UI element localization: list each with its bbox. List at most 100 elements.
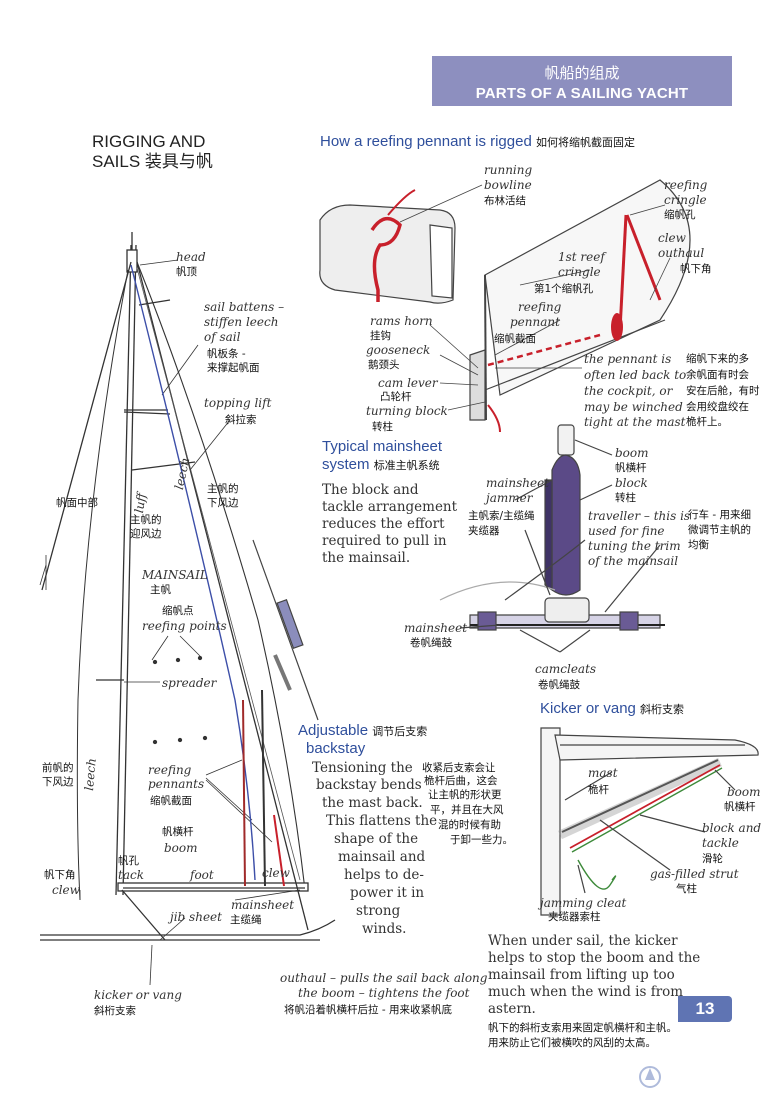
page-number: 13 <box>678 996 732 1022</box>
label-leech-cn2: 下风边 <box>207 497 239 509</box>
label-first-reef-cn: 第1个缩帆孔 <box>534 283 594 295</box>
label-pennant-cn-2: 余帆面有时会 <box>686 369 749 381</box>
label-pennant-cn-3: 安在后舱，有时 <box>686 385 760 397</box>
label-kicker-cn: 斜桁支索 <box>94 1005 136 1017</box>
halyard-line <box>130 264 256 881</box>
label-turning-block: turning block <box>366 404 448 418</box>
label-head-cn: 帆顶 <box>176 266 197 278</box>
label-reefing-cringle-cn: 缩帆孔 <box>664 209 696 221</box>
label-gooseneck-cn: 鹅颈头 <box>368 359 400 371</box>
label-reef-points-cn: 缩帆点 <box>162 605 194 617</box>
label-boom: boom <box>164 841 198 855</box>
rig-drawing <box>39 232 336 986</box>
backstay-heading-1: Adjustable 调节后支索 <box>298 722 428 739</box>
label-cam-lever-cn: 凸轮杆 <box>380 391 412 403</box>
label-luff: luff <box>132 492 149 514</box>
label-pennant-cn-5: 桅杆上。 <box>686 416 728 428</box>
label-kicker-cleat: jamming cleat <box>540 896 627 910</box>
label-ms-block: block <box>615 476 648 490</box>
label-pennant-cn-4: 会用绞盘绞在 <box>686 401 749 413</box>
backstay-body-3: the mast back. <box>322 795 423 811</box>
reefing-leaders <box>399 184 671 411</box>
label-leech-cn1: 主帆的 <box>207 483 239 495</box>
label-jib-sheet: jib sheet <box>170 910 222 924</box>
backstay-body-8: power it in <box>350 885 425 901</box>
reefing-ropes <box>370 189 662 433</box>
mainsheet-drawing <box>439 424 665 653</box>
label-clew-outhaul-2: outhaul <box>658 246 705 260</box>
label-first-reef-1: 1st reef <box>558 250 605 264</box>
backstay-body-2: backstay bends <box>316 777 422 793</box>
rig-pennants <box>242 689 285 887</box>
label-mainsheet-2: mainsheet <box>404 621 468 635</box>
label-fore-clew: clew <box>52 883 80 897</box>
label-pennant-cn-1: 缩帆下来的多 <box>686 353 749 365</box>
label-traveller-3: tuning the trim <box>588 539 681 553</box>
mainsheet-body-1: The block and <box>322 482 419 498</box>
label-jammer-1: mainsheet <box>486 476 550 490</box>
label-fore-clew-cn: 帆下角 <box>44 869 76 881</box>
label-boom-cn: 帆横杆 <box>162 826 194 838</box>
label-head: head <box>176 250 206 264</box>
label-outhaul-2: the boom – tightens the foot <box>298 986 470 1000</box>
label-running-bowline-cn: 布林活结 <box>484 195 526 207</box>
kicker-body-1: When under sail, the kicker <box>488 933 678 949</box>
mainsheet-body-2: tackle arrangement <box>322 499 458 515</box>
mainsheet-heading-1: Typical mainsheet <box>322 438 443 455</box>
label-battens-cn1: 帆板条 - <box>207 348 246 360</box>
kicker-body-5: astern. <box>488 1001 536 1017</box>
label-pennant-note-1: the pennant is <box>584 352 672 366</box>
label-spreader: spreader <box>162 676 217 690</box>
label-fore-leech-cn2: 下风边 <box>42 776 74 788</box>
label-traveller-cn3: 均衡 <box>688 539 709 551</box>
kicker-body-4: much when the wind is from <box>488 984 684 1000</box>
kicker-body-3: mainsail from lifting up too <box>488 967 675 983</box>
kicker-cn-2: 用来防止它们被横吹的风刮的太高。 <box>488 1037 656 1049</box>
label-mid-cn: 帆面中部 <box>56 497 98 509</box>
label-running-bowline-1: running <box>484 163 533 177</box>
label-ms-boom-cn: 帆横杆 <box>615 462 647 474</box>
label-battens-cn2: 来撑起帆面 <box>207 362 260 374</box>
label-gooseneck: gooseneck <box>366 343 431 357</box>
label-traveller-cn1: 行车 - 用来细 <box>688 509 751 521</box>
label-kicker: kicker or vang <box>94 988 182 1002</box>
label-outhaul-cn: 将帆沿着帆横杆后拉 - 用来收紧帆底 <box>284 1004 452 1016</box>
label-ms-block-cn: 转柱 <box>615 492 636 504</box>
banner-en: PARTS OF A SAILING YACHT <box>475 85 689 102</box>
mainsheet-body-5: the mainsail. <box>322 550 411 566</box>
label-camcleats-cn: 卷帆绳鼓 <box>538 679 580 691</box>
label-topping-lift: topping lift <box>204 396 272 410</box>
label-reef-points: reefing points <box>142 619 227 633</box>
label-jammer-cn1: 主帆索/主缆绳 <box>468 510 535 522</box>
backstay-cn-2: 桅杆后曲，这会 <box>424 775 498 787</box>
label-cam-lever: cam lever <box>378 376 438 390</box>
label-mainsail-cn: 主帆 <box>150 584 171 596</box>
label-clew-outhaul-cn: 帆下角 <box>680 263 712 275</box>
label-fore-leech: leech <box>82 757 99 792</box>
label-traveller-cn2: 微调节主帆的 <box>688 524 751 536</box>
label-kicker-strut: gas-filled strut <box>650 867 739 881</box>
label-tack: tack <box>118 868 144 882</box>
backstay-body-10: winds. <box>362 921 407 937</box>
label-clew-outhaul-1: clew <box>658 231 686 245</box>
label-outhaul-1: outhaul – pulls the sail back along <box>280 971 488 985</box>
label-reefing-cringle-1: reefing <box>664 178 708 192</box>
label-traveller-4: of the mainsail <box>588 554 679 568</box>
backstay-heading-2: backstay <box>306 740 366 757</box>
label-clew: clew <box>262 866 290 880</box>
label-traveller-2: used for fine <box>588 524 665 538</box>
label-kicker-mast-cn: 桅杆 <box>588 784 609 796</box>
label-reefing-pennant-2: pennant <box>510 315 560 329</box>
label-pennant-note-5: tight at the mast <box>584 415 686 429</box>
backstay-body-6: mainsail and <box>338 849 426 865</box>
label-kicker-boom: boom <box>727 785 761 799</box>
rigging-title: RIGGING AND SAILS 装具与帆 <box>92 132 213 171</box>
label-rams-horn-cn: 挂钩 <box>370 330 391 342</box>
label-reefing-pennants-1: reefing <box>148 763 192 777</box>
label-battens-2: stiffen leech <box>204 315 279 329</box>
label-luff-cn1: 主帆的 <box>130 514 162 526</box>
backstay-body-4: This flattens the <box>326 813 438 829</box>
backstay-body-5: shape of the <box>334 831 419 847</box>
label-camcleats: camcleats <box>535 662 597 676</box>
